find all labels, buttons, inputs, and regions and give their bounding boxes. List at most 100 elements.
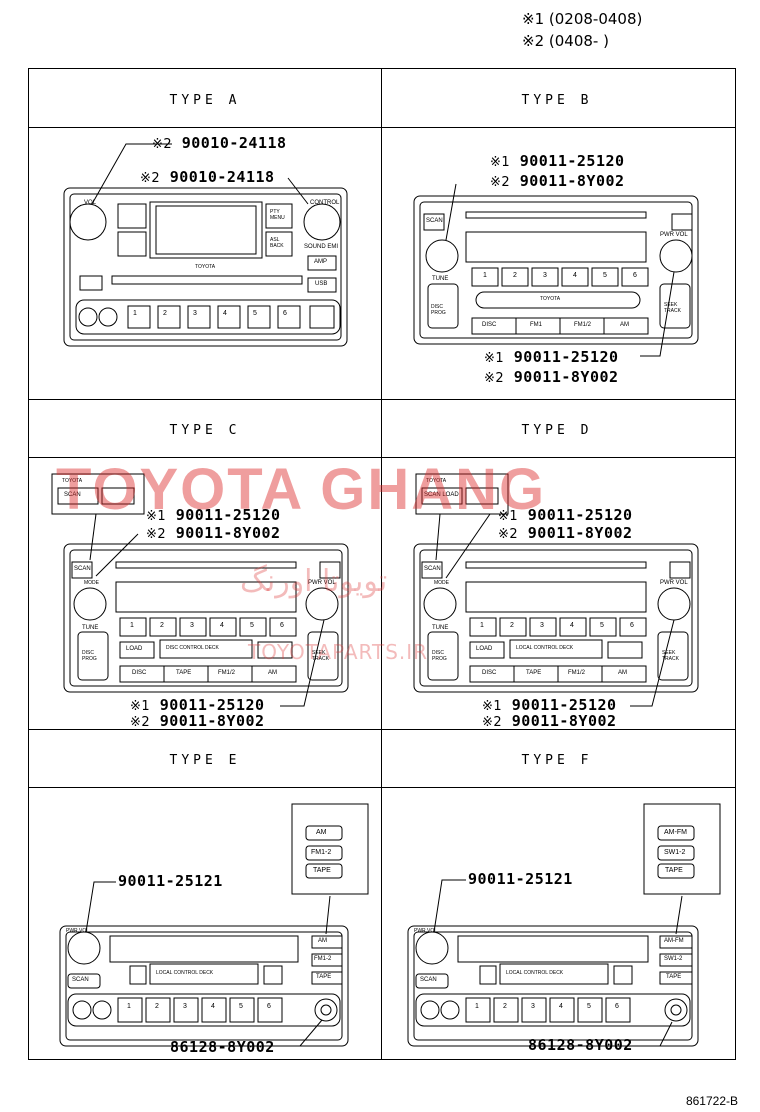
grid-divider-vertical	[381, 69, 382, 1059]
part-mark: ※2	[146, 527, 167, 542]
part-mark: ※1	[484, 351, 505, 366]
label-fm12-e-inset: FM1-2	[311, 849, 332, 856]
label-disc-control-c: DISC CONTROL DECK	[166, 645, 219, 651]
part-num: 90011-8Y002	[175, 524, 281, 542]
label-d-btn4: 4	[570, 622, 574, 629]
type-a-title: TYPE A	[169, 93, 241, 108]
grid-divider	[29, 127, 735, 128]
label-a-btn2: 2	[163, 310, 167, 317]
label-scan-c: SCAN	[74, 566, 91, 572]
label-e-btn5: 5	[239, 1003, 243, 1010]
part-mark: ※1	[498, 509, 519, 524]
label-asl-a: ASL BACK	[270, 237, 284, 249]
label-tune-c: TUNE	[82, 625, 99, 631]
diagram-grid: TYPE A TYPE B TYPE C TYPE D TYPE E TYPE …	[28, 68, 736, 1060]
label-d-btn3: 3	[540, 622, 544, 629]
part-num: 90011-8Y002	[513, 368, 619, 386]
watermark-site: TOYOTAPARTS.IR	[248, 640, 429, 664]
label-disc-prog-c: DISC PROG	[82, 650, 97, 662]
part-mark: ※2	[490, 175, 511, 190]
label-b-btn4: 4	[573, 272, 577, 279]
label-disc-prog-b: DISC PROG	[431, 304, 446, 316]
label-e-btn3: 3	[183, 1003, 187, 1010]
part-number-c4: ※2 90011-8Y002	[130, 712, 265, 730]
label-b-btn6: 6	[633, 272, 637, 279]
label-amfm-f-inset: AM-FM	[664, 829, 687, 836]
part-number-a2: ※2 90010-24118	[140, 168, 275, 186]
part-mark: ※2	[484, 371, 505, 386]
label-control-a: CONTROL	[310, 200, 340, 206]
grid-divider	[29, 457, 735, 458]
label-disc-prog-d: DISC PROG	[432, 650, 447, 662]
label-fm1-b: FM1	[530, 322, 542, 328]
label-load-d: LOAD	[476, 646, 493, 652]
label-tune-d: TUNE	[432, 625, 449, 631]
label-e-btn1: 1	[127, 1003, 131, 1010]
label-c-btn1: 1	[130, 622, 134, 629]
label-f-btn6: 6	[615, 1003, 619, 1010]
label-seek-b: SEEK TRACK	[664, 302, 681, 314]
part-number-d3: ※1 90011-25120	[482, 696, 617, 714]
grid-divider	[29, 399, 735, 400]
legend-note-2: ※2 (0408- )	[522, 32, 609, 50]
part-mark: ※2	[140, 171, 161, 186]
label-toyota-a: TOYOTA	[195, 264, 216, 270]
part-number-d4: ※2 90011-8Y002	[482, 712, 617, 730]
label-f-btn5: 5	[587, 1003, 591, 1010]
part-num: 90011-8Y002	[159, 712, 265, 730]
label-am-e: AM	[318, 938, 327, 944]
diagram-id: 861722-B	[685, 1094, 738, 1108]
label-fm12-d: FM1/2	[568, 670, 586, 676]
label-load-c: LOAD	[126, 646, 143, 652]
type-e-title: TYPE E	[169, 753, 241, 768]
label-tape-e-inset: TAPE	[313, 867, 331, 874]
label-c-btn5: 5	[250, 622, 254, 629]
type-b-title: TYPE B	[521, 93, 593, 108]
label-c-btn6: 6	[280, 622, 284, 629]
label-f-btn2: 2	[503, 1003, 507, 1010]
part-number-c3: ※1 90011-25120	[130, 696, 265, 714]
label-d-btn2: 2	[510, 622, 514, 629]
label-local-control-d: LOCAL CONTROL DECK	[516, 645, 574, 651]
label-am-c: AM	[268, 670, 277, 676]
part-number-e1: 90011-25121	[118, 872, 223, 890]
part-number-f1: 90011-25121	[468, 870, 573, 888]
label-a-btn3: 3	[193, 310, 197, 317]
label-f-btn4: 4	[559, 1003, 563, 1010]
label-amp-a: AMP	[314, 259, 328, 265]
label-seek-c: SEEK TRACK	[312, 650, 329, 662]
part-mark: ※1	[146, 509, 167, 524]
label-toyota-c-inset: TOYOTA	[62, 478, 83, 484]
type-f-title: TYPE F	[521, 753, 593, 768]
type-d-title: TYPE D	[521, 423, 593, 438]
label-fm12-c: FM1/2	[218, 670, 236, 676]
part-num: 90011-25120	[519, 152, 625, 170]
label-pwrvol-b: PWR VOL	[660, 232, 688, 238]
part-num: 90011-25120	[511, 696, 617, 714]
label-disc-b: DISC	[482, 322, 497, 328]
label-a-btn5: 5	[253, 310, 257, 317]
label-scanload-d-inset: SCAN LOAD	[424, 492, 459, 498]
part-num: 90011-8Y002	[519, 172, 625, 190]
label-pwrvol-d: PWR VOL	[660, 580, 688, 586]
part-num: 90011-25120	[527, 506, 633, 524]
label-amfm-f: AM-FM	[664, 938, 684, 944]
label-scan-c-inset: SCAN	[64, 492, 81, 498]
part-mark: ※2	[498, 527, 519, 542]
part-number-b2: ※2 90011-8Y002	[490, 172, 625, 190]
part-mark: ※1	[130, 699, 151, 714]
label-tape-e: TAPE	[316, 974, 332, 980]
label-d-btn5: 5	[600, 622, 604, 629]
label-am-e-inset: AM	[316, 829, 327, 836]
part-num: 90011-8Y002	[511, 712, 617, 730]
label-disc-c: DISC	[132, 670, 147, 676]
label-a-btn4: 4	[223, 310, 227, 317]
label-am-b: AM	[620, 322, 629, 328]
part-number-a1: ※2 90010-24118	[152, 134, 287, 152]
part-mark: ※1	[490, 155, 511, 170]
label-pwrvol-e: PWR VOL	[66, 928, 90, 934]
label-sw12-f-inset: SW1-2	[664, 849, 686, 856]
watermark-persian: تویوتا اورنگ	[240, 564, 388, 599]
label-disc-d: DISC	[482, 670, 497, 676]
label-e-btn2: 2	[155, 1003, 159, 1010]
